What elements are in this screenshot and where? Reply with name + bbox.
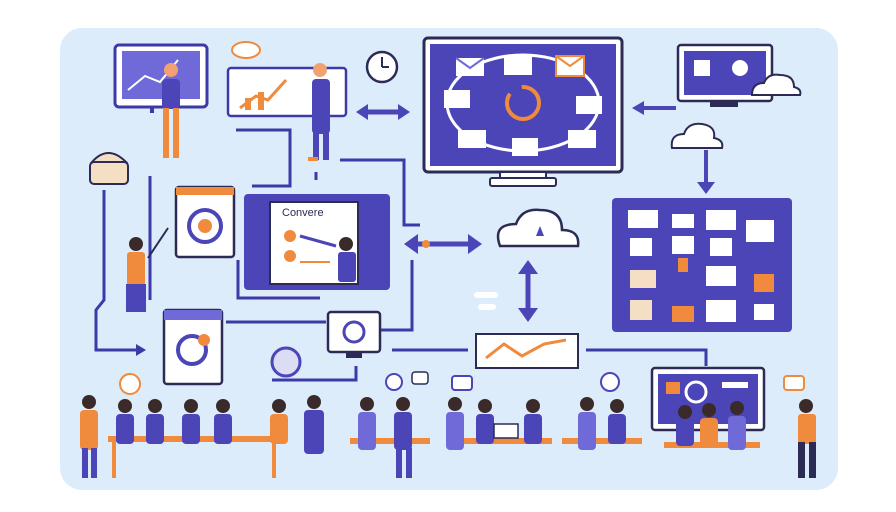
presenter-board-group xyxy=(113,43,209,158)
double-arrow-icon xyxy=(356,104,410,120)
lamp-icon xyxy=(89,152,129,185)
team-right xyxy=(562,372,760,450)
chart-presenter-group xyxy=(226,41,348,161)
flipchart-presenter xyxy=(126,185,236,312)
email-monitor xyxy=(422,36,624,187)
cloud-icon xyxy=(750,73,802,96)
clock-icon xyxy=(365,50,399,84)
team-center xyxy=(350,371,430,478)
double-arrow-icon xyxy=(518,260,538,322)
flow-lines xyxy=(94,128,708,382)
background-panel xyxy=(60,28,838,490)
arrow-icon xyxy=(136,344,146,356)
person-icon xyxy=(164,63,178,77)
slide-title: Converе xyxy=(282,207,324,219)
cloud-icon xyxy=(231,41,261,59)
flipchart-icon xyxy=(162,308,224,386)
team-center-right xyxy=(446,375,552,450)
trend-chart-card xyxy=(475,333,579,369)
slide-card: Converе xyxy=(244,194,390,290)
double-arrow-icon xyxy=(404,234,482,254)
people-icon xyxy=(80,410,98,450)
gauge-icon xyxy=(270,346,302,378)
app-grid-panel xyxy=(612,198,792,332)
monitor-icon xyxy=(326,310,382,358)
gear-icon xyxy=(187,208,223,244)
remote-monitor xyxy=(632,43,802,194)
cloud-icon xyxy=(496,208,580,248)
team-left xyxy=(80,373,324,478)
